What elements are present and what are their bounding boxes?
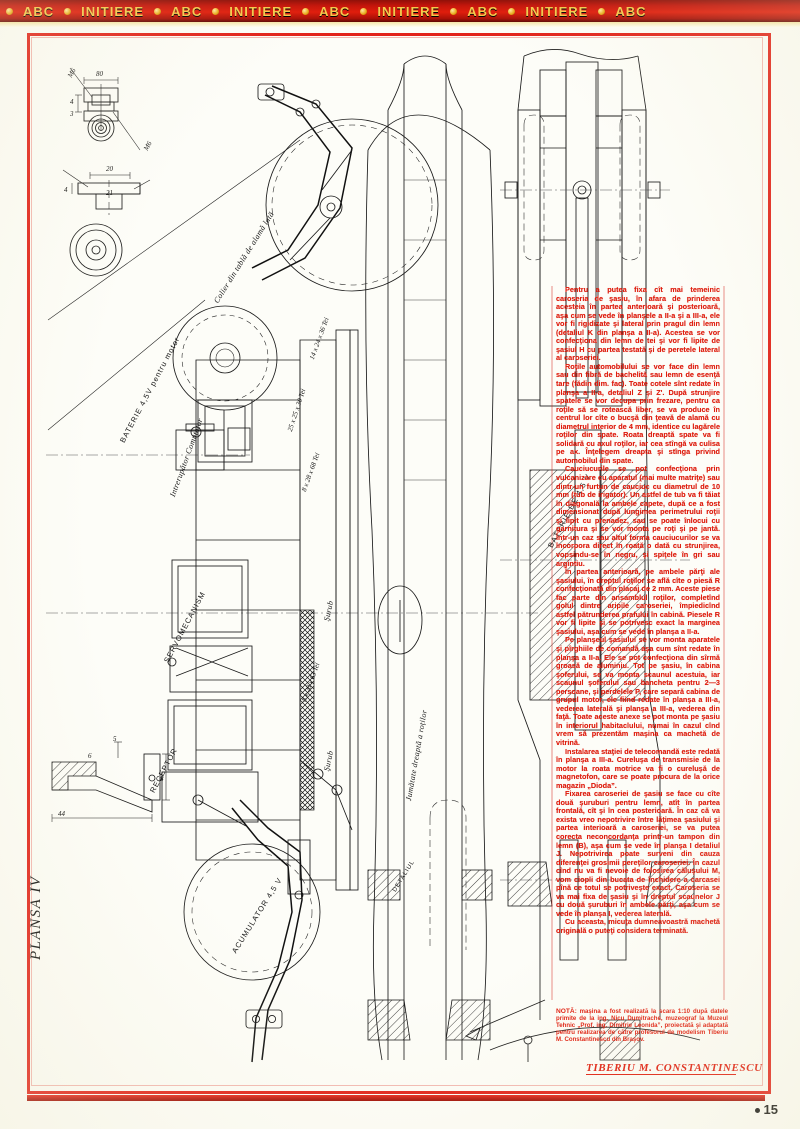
dim-21: 21 (106, 189, 113, 197)
signature-underline (586, 1074, 736, 1075)
dim-20: 20 (106, 165, 113, 173)
dim-3: 3 (70, 110, 74, 118)
plate-label: PLANSA IV (28, 875, 44, 960)
instruction-paragraph: Instalarea staţiei de telecomandă este r… (556, 746, 720, 790)
dim-4: 4 (70, 98, 74, 106)
dim-44: 44 (58, 810, 65, 818)
page-number-value: 15 (763, 1102, 778, 1117)
page-border-inner (31, 37, 763, 1086)
banner-dot-icon (212, 7, 220, 15)
instruction-paragraph: Cauciucurile se pot confecţiona prin vul… (556, 464, 720, 568)
banner-dot-icon (598, 7, 606, 15)
dim-5: 5 (113, 735, 117, 743)
dim-80: 80 (96, 70, 103, 78)
instruction-paragraph: Roţile automobilului se vor face din lem… (556, 361, 720, 465)
editorial-note: NOTĂ: maşina a fost realizată la scara 1… (556, 1008, 728, 1044)
instruction-paragraph: Fixarea caroseriei de şasiu se face cu c… (556, 789, 720, 918)
page-number: 15 (754, 1102, 778, 1117)
banner-dot-icon (6, 7, 13, 15)
banner-word: ABC (23, 3, 55, 19)
instruction-paragraph: Cu aceasta, micuţa dumneavoastră machetă… (556, 917, 720, 936)
instruction-paragraph: Pe planşeul şasiului se vor monta aparat… (556, 635, 720, 747)
footer-red-bar (27, 1095, 765, 1101)
instructions-column: Pentru a putea fixa cît mai temeinic car… (556, 285, 720, 936)
note-label: NOTĂ (556, 1008, 575, 1015)
banner-underglow (0, 22, 800, 27)
page-border-frame (27, 33, 771, 1094)
banner-word: INITIERE (377, 3, 441, 19)
banner-dot-icon (450, 7, 458, 15)
banner-dot-icon (302, 7, 310, 15)
banner-dot-icon (64, 7, 72, 15)
banner-word: ABC (615, 3, 647, 19)
instruction-paragraph: În partea anterioară, pe ambele părţi al… (556, 567, 720, 636)
banner-dot-icon (508, 7, 516, 15)
banner-word-strip: ABC INITIERE ABC INITIERE ABC INITIERE A… (0, 4, 656, 19)
banner-dot-icon (360, 7, 368, 15)
instruction-paragraph: Pentru a putea fixa cît mai temeinic car… (556, 285, 720, 363)
banner-word: INITIERE (525, 3, 589, 19)
magazine-banner: ABC INITIERE ABC INITIERE ABC INITIERE A… (0, 0, 800, 22)
banner-word: ABC (467, 3, 499, 19)
dim-4b: 4 (64, 186, 68, 194)
banner-word: ABC (319, 3, 351, 19)
banner-word: INITIERE (81, 3, 145, 19)
banner-dot-icon (154, 7, 162, 15)
page-number-dot-icon (754, 1108, 760, 1114)
banner-word: INITIERE (229, 3, 293, 19)
dim-8: 8 (160, 775, 164, 783)
note-text: : maşina a fost realizată la scara 1:10 … (556, 1008, 728, 1043)
banner-word: ABC (171, 3, 203, 19)
dim-6: 6 (88, 752, 92, 760)
author-signature: TIBERIU M. CONSTANTINESCU (586, 1062, 763, 1074)
